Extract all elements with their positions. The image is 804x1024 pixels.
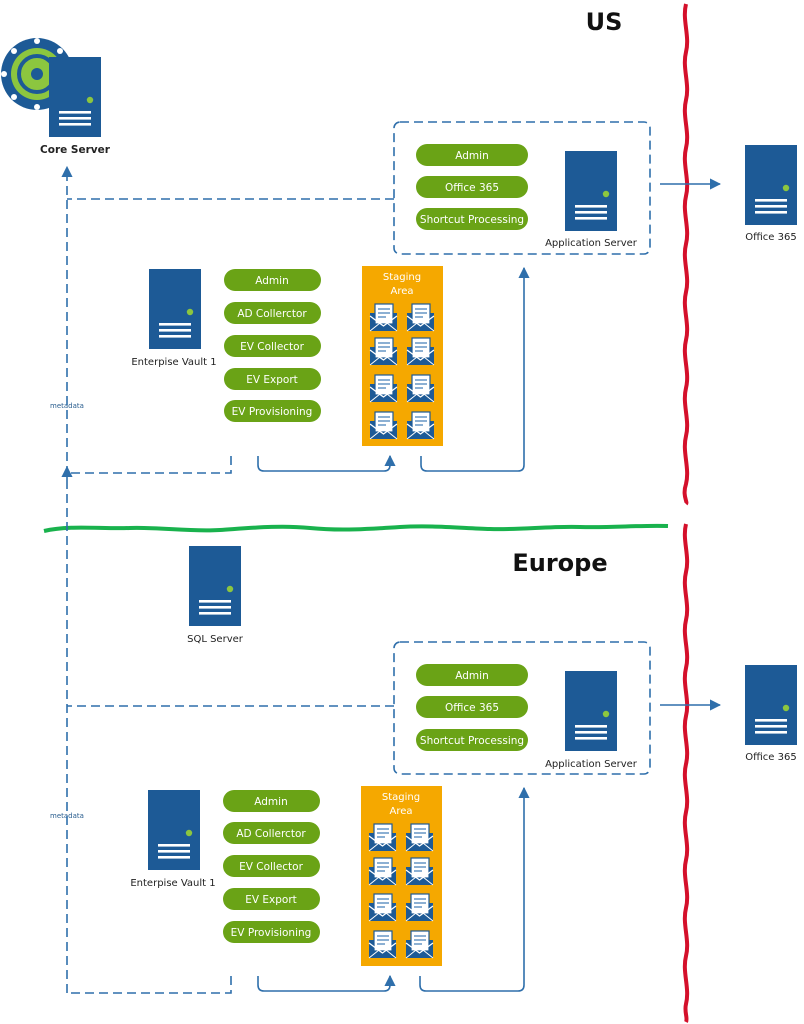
svg-text:Office 365: Office 365: [445, 702, 499, 714]
svg-text:AD Collerctor: AD Collerctor: [237, 308, 307, 320]
us-app-server-box: [393, 121, 651, 255]
sql-server-label: SQL Server: [187, 634, 244, 645]
us-staging-to-app-arrow: [420, 266, 530, 472]
svg-text:Area: Area: [390, 286, 413, 297]
europe-app-server-icon: [565, 671, 617, 751]
svg-text:Admin: Admin: [455, 150, 488, 162]
svg-text:Shortcut Processing: Shortcut Processing: [420, 735, 524, 747]
us-region: Admin Office 365 Shortcut Processing App…: [67, 121, 797, 474]
us-staging-area: Staging Area: [362, 266, 443, 446]
us-office365-label: Office 365: [745, 232, 796, 243]
europe-app-service-2: Shortcut Processing: [416, 729, 528, 751]
region-boundary-vertical-bottom: [682, 523, 690, 1023]
us-ev-to-staging-arrow: [257, 454, 396, 472]
europe-ev-to-staging-arrow: [257, 974, 396, 992]
svg-text:Admin: Admin: [255, 275, 288, 287]
us-ev-service-1: AD Collerctor: [224, 302, 321, 324]
metadata-label-us: metadata: [50, 402, 84, 410]
us-app-server-label: Application Server: [545, 238, 638, 249]
us-ev-to-core-connector: [67, 456, 232, 474]
svg-text:EV Collector: EV Collector: [240, 341, 305, 353]
svg-text:EV Export: EV Export: [246, 374, 298, 386]
svg-text:EV Provisioning: EV Provisioning: [231, 927, 312, 939]
europe-ev-service-0: Admin: [223, 790, 320, 812]
europe-ev-service-2: EV Collector: [223, 855, 320, 877]
europe-region: Admin Office 365 Shortcut Processing App…: [67, 641, 797, 994]
us-ev-service-0: Admin: [224, 269, 321, 291]
svg-text:EV Collector: EV Collector: [239, 861, 304, 873]
europe-ev-server-icon: [148, 790, 200, 870]
us-office365-icon: [745, 145, 797, 225]
svg-text:EV Provisioning: EV Provisioning: [232, 406, 313, 418]
region-title-us: US: [586, 8, 623, 36]
us-ev-server-icon: [149, 269, 201, 349]
region-boundary-vertical-top: [682, 3, 690, 506]
svg-text:Staging: Staging: [382, 792, 420, 803]
europe-office365-icon: [745, 665, 797, 745]
europe-ev-to-core-connector: [67, 976, 232, 994]
svg-text:Office 365: Office 365: [445, 182, 499, 194]
svg-text:AD Collerctor: AD Collerctor: [236, 828, 306, 840]
europe-app-server-box: [393, 641, 651, 775]
us-ev-service-4: EV Provisioning: [224, 400, 321, 422]
svg-text:Admin: Admin: [455, 670, 488, 682]
europe-staging-area: Staging Area: [361, 786, 442, 966]
region-boundary-horizontal: [43, 523, 669, 533]
core-server-icon: [49, 57, 101, 137]
svg-text:Shortcut Processing: Shortcut Processing: [420, 214, 524, 226]
us-ev-server-label: Enterpise Vault 1: [131, 357, 216, 368]
europe-app-service-1: Office 365: [416, 696, 528, 718]
region-title-europe: Europe: [512, 549, 607, 577]
us-app-server-icon: [565, 151, 617, 231]
europe-staging-to-app-arrow: [419, 786, 530, 992]
europe-ev-service-4: EV Provisioning: [223, 921, 320, 943]
svg-text:Admin: Admin: [254, 796, 287, 808]
europe-app-server-label: Application Server: [545, 759, 638, 770]
europe-ev-service-3: EV Export: [223, 888, 320, 910]
svg-text:Area: Area: [389, 806, 412, 817]
sql-server-icon: [189, 546, 241, 626]
svg-text:Staging: Staging: [383, 272, 421, 283]
us-app-service-2: Shortcut Processing: [416, 208, 528, 230]
europe-office365-label: Office 365: [745, 752, 796, 763]
us-ev-service-3: EV Export: [224, 368, 321, 390]
us-ev-service-2: EV Collector: [224, 335, 321, 357]
svg-text:EV Export: EV Export: [245, 894, 297, 906]
us-app-service-1: Office 365: [416, 176, 528, 198]
europe-ev-service-1: AD Collerctor: [223, 822, 320, 844]
europe-app-service-0: Admin: [416, 664, 528, 686]
core-server-label: Core Server: [40, 144, 111, 156]
europe-ev-server-label: Enterpise Vault 1: [130, 878, 215, 889]
us-app-service-0: Admin: [416, 144, 528, 166]
